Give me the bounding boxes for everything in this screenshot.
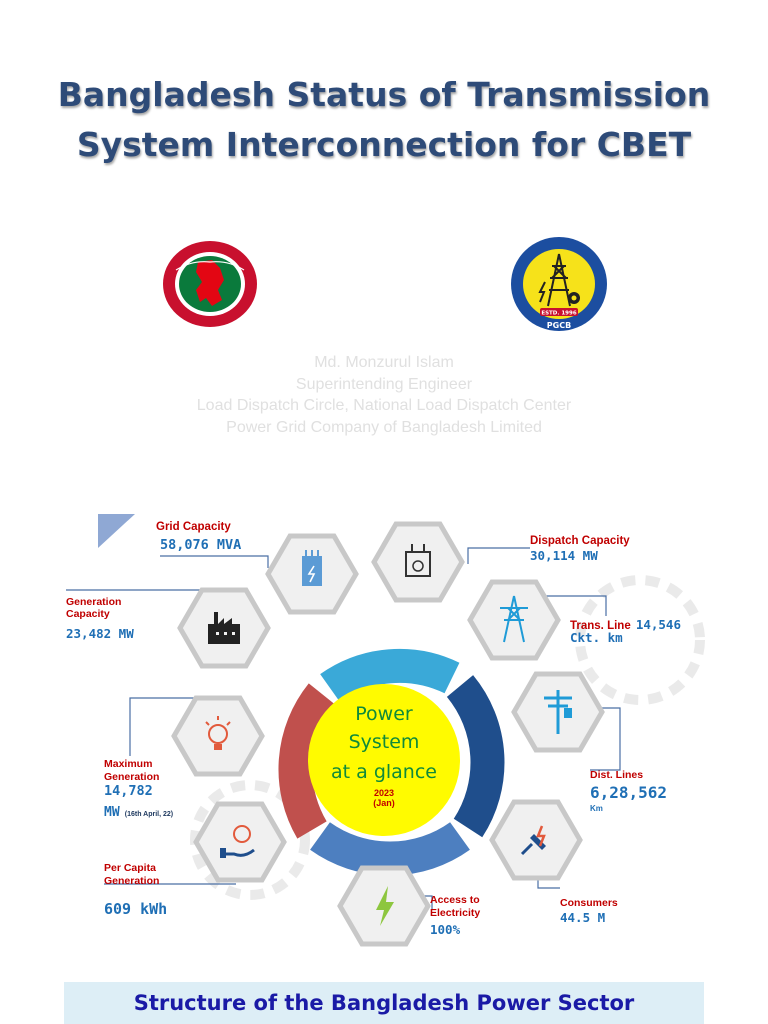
max-generation-label-1: Maximum bbox=[104, 758, 153, 770]
center-line-3: at a glance bbox=[331, 761, 437, 783]
title-line-1: Bangladesh Status of Transmission bbox=[57, 75, 711, 114]
center-ring bbox=[278, 648, 505, 876]
author-office: Load Dispatch Circle, National Load Disp… bbox=[196, 397, 572, 414]
access-label-2: Electricity bbox=[430, 907, 481, 919]
transmission-tower-icon bbox=[467, 579, 561, 661]
connector-maxgen bbox=[129, 697, 218, 756]
connector-transline bbox=[540, 595, 607, 616]
connector-dispatch bbox=[467, 547, 530, 564]
corner-triangle-icon bbox=[98, 514, 135, 548]
max-generation-value-row: MW (16th April, 22) bbox=[104, 801, 173, 820]
trans-line-stat: Trans. Line 14,546 bbox=[570, 614, 681, 633]
generation-capacity-label-1: Generation bbox=[66, 596, 122, 608]
access-label-1: Access to bbox=[430, 894, 480, 906]
max-generation-value-2: MW bbox=[104, 805, 120, 820]
generation-capacity-label-2: Capacity bbox=[66, 608, 110, 620]
lightning-icon bbox=[337, 865, 431, 947]
pgcb-logo-icon: ESTD. 1996 PGCB bbox=[511, 237, 607, 331]
per-capita-label-2: Generation bbox=[104, 875, 160, 887]
author-block: Md. Monzurul Islam Superintending Engine… bbox=[0, 352, 768, 438]
dispatch-capacity-value: 30,114 MW bbox=[530, 548, 598, 563]
substation-icon bbox=[265, 533, 359, 615]
access-value: 100% bbox=[430, 922, 461, 937]
dispatch-capacity-label: Dispatch Capacity bbox=[530, 535, 630, 547]
pgcb-estd: ESTD. 1996 bbox=[541, 311, 577, 317]
trans-line-value-2: Ckt. km bbox=[570, 630, 623, 645]
dist-lines-label: Dist. Lines bbox=[590, 769, 644, 781]
dist-lines-value: 6,28,562 bbox=[590, 783, 668, 802]
footer-banner: Structure of the Bangladesh Power Sector bbox=[64, 982, 704, 1024]
power-system-infographic: Power System at a glance 2023 (Jan) Grid… bbox=[0, 500, 768, 980]
distribution-pole-icon bbox=[511, 671, 605, 753]
connector-distlines bbox=[586, 707, 621, 771]
author-name: Md. Monzurul Islam bbox=[314, 354, 454, 371]
center-year: 2023 bbox=[373, 788, 395, 798]
center-month: (Jan) bbox=[373, 798, 395, 808]
consumers-value: 44.5 M bbox=[560, 910, 606, 925]
dist-lines-unit: Km bbox=[590, 804, 603, 813]
center-text: Power System at a glance 2023 (Jan) bbox=[310, 700, 458, 808]
grid-capacity-value: 58,076 MVA bbox=[160, 537, 242, 553]
author-designation: Superintending Engineer bbox=[295, 375, 473, 393]
center-circle bbox=[308, 684, 460, 836]
title-line-2: System Interconnection for CBET bbox=[76, 125, 692, 164]
per-capita-label-1: Per Capita bbox=[104, 862, 156, 874]
generation-capacity-value: 23,482 MW bbox=[66, 626, 134, 641]
hexagon-nodes bbox=[171, 521, 605, 947]
trans-line-label: Trans. Line bbox=[570, 620, 631, 632]
light-bulb-icon bbox=[171, 695, 265, 777]
infographic-graphic bbox=[66, 514, 705, 947]
trans-line-value-1: 14,546 bbox=[635, 617, 681, 632]
max-generation-label-2: Generation bbox=[104, 771, 160, 783]
max-generation-date: (16th April, 22) bbox=[124, 811, 174, 818]
government-seal-icon bbox=[163, 241, 257, 327]
transformer-icon bbox=[371, 521, 465, 603]
center-line-1: Power bbox=[355, 703, 413, 725]
per-capita-value: 609 kWh bbox=[104, 900, 168, 918]
plug-icon bbox=[489, 799, 583, 881]
connector-grid bbox=[160, 555, 269, 568]
center-line-2: System bbox=[348, 731, 420, 753]
max-generation-value-1: 14,782 bbox=[104, 783, 153, 799]
hand-energy-icon bbox=[193, 801, 287, 883]
consumers-label: Consumers bbox=[560, 897, 618, 909]
footer-text: Structure of the Bangladesh Power Sector bbox=[133, 991, 635, 1015]
grid-capacity-label: Grid Capacity bbox=[156, 521, 231, 533]
factory-icon bbox=[177, 587, 271, 669]
pgcb-abbr: PGCB bbox=[547, 321, 571, 330]
page-title: Bangladesh Status of Transmission System… bbox=[0, 70, 768, 170]
author-organization: Power Grid Company of Bangladesh Limited bbox=[226, 418, 542, 436]
